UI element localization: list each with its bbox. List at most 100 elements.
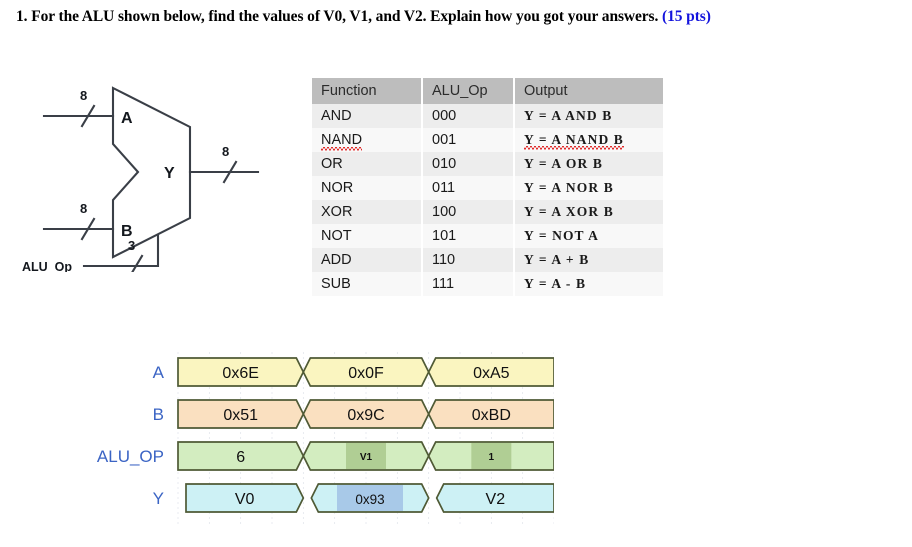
cell-fn: OR [312,152,423,176]
cell-fn: AND [312,104,423,128]
cell-text: 100 [432,204,457,220]
waveform-row: B 0x51 0x9C 0xBD [153,399,554,429]
waveform-segment-value: 0x93 [355,492,384,507]
table-row: NOT 101 Y = NOT A [312,224,663,248]
cell-text: ADD [321,252,352,268]
cell-fn: ADD [312,248,423,272]
cell-text: OR [321,156,343,172]
waveform-signal-label: ALU_OP [97,447,164,466]
cell-op: 110 [422,248,515,272]
bus-slash-op [131,254,144,272]
cell-text: NOR [321,180,354,196]
question-points: (15 pts) [662,8,711,25]
cell-out: Y = A NOR B [514,176,663,200]
question-heading: 1. For the ALU shown below, find the val… [16,8,902,26]
cell-text: Y = A - B [524,276,587,291]
cell-text: Y = A + B [524,252,590,267]
waveform-segment-value: 0xA5 [473,365,510,382]
waveform-segment[interactable] [177,357,305,387]
cell-fn: NAND [312,128,423,152]
cell-text: SUB [321,276,351,292]
cell-text: Y = A XOR B [524,204,614,219]
waveform-segment-value: V2 [486,491,506,508]
waveform-segment-value: V1 [360,452,373,463]
output-y-label: Y [164,165,175,182]
waveform-segment[interactable] [302,399,430,429]
waveform-row: Y V0 0x93 V2 [153,483,554,513]
cell-text: 000 [432,108,457,124]
cell-fn: SUB [312,272,423,296]
cell-fn: NOR [312,176,423,200]
cell-text: Y = NOT A [524,228,599,243]
waveform-signal-label: B [153,405,164,424]
bus-slash-y [222,160,238,184]
input-a-label: A [121,110,133,127]
waveform-segment[interactable] [177,399,305,429]
waveform-segment-value: 0x51 [223,407,258,424]
cell-text: 111 [432,276,455,292]
cell-text: 010 [432,156,457,172]
waveform-segment[interactable] [427,399,554,429]
table-row: XOR 100 Y = A XOR B [312,200,663,224]
cell-fn: XOR [312,200,423,224]
cell-op: 001 [422,128,515,152]
waveform-segment[interactable] [185,483,305,513]
waveform-segment[interactable] [435,483,554,513]
input-b-width-label: 8 [80,201,87,216]
cell-text: 110 [432,252,456,268]
waveform-segment[interactable] [427,357,554,387]
input-b-label: B [121,223,133,240]
cell-text: NAND [321,132,363,151]
waveform-segment-value: 0x6E [222,365,258,382]
alu-schematic-diagram: A B Y 8 8 8 3 ALU_Op [18,72,288,272]
waveform-segment-value: V0 [235,491,255,508]
column-header-alu-op: ALU_Op [422,78,515,104]
cell-text: AND [321,108,352,124]
cell-op: 111 [422,272,515,296]
cell-out: Y = NOT A [514,224,663,248]
waveform-segment[interactable] [177,441,305,471]
waveform-value-highlight[interactable] [337,485,403,511]
waveform-segment-value: 1 [489,452,495,463]
table-row: NOR 011 Y = A NOR B [312,176,663,200]
cell-text: 011 [432,180,456,196]
waveform-value-highlight[interactable] [346,443,386,469]
column-header-function: Function [312,78,423,104]
waveform-segment-value: 0xBD [472,407,511,424]
table-row: SUB 111 Y = A - B [312,272,663,296]
waveform-segment-value: 0x0F [348,365,384,382]
table-row: OR 010 Y = A OR B [312,152,663,176]
cell-out: Y = A + B [514,248,663,272]
cell-text: Y = A OR B [524,156,603,171]
control-op-label: ALU_Op [22,260,72,272]
question-text: For the ALU shown below, find the values… [31,8,659,25]
input-a-width-label: 8 [80,88,87,103]
table-row: AND 000 Y = A AND B [312,104,663,128]
cell-op: 011 [422,176,515,200]
cell-op: 000 [422,104,515,128]
question-number: 1. [16,8,28,25]
waveform-segment[interactable] [302,357,430,387]
cell-text: Y = A AND B [524,108,613,123]
cell-text: 101 [432,228,457,244]
control-op-width-label: 3 [128,238,135,253]
output-y-width-label: 8 [222,144,229,159]
column-header-output: Output [514,78,663,104]
table-header-row: Function ALU_Op Output [312,78,663,104]
waveform-signal-label: Y [153,489,164,508]
cell-out: Y = A NAND B [514,128,663,152]
cell-op: 010 [422,152,515,176]
cell-fn: NOT [312,224,423,248]
waveform-segment-value: 0x9C [347,407,384,424]
cell-text: Y = A NAND B [524,132,624,150]
cell-text: NOT [321,228,352,244]
waveform-value-highlight[interactable] [471,443,512,469]
cell-out: Y = A AND B [514,104,663,128]
cell-op: 100 [422,200,515,224]
table-row: ADD 110 Y = A + B [312,248,663,272]
bus-slash-a [80,104,96,128]
cell-out: Y = A - B [514,272,663,296]
